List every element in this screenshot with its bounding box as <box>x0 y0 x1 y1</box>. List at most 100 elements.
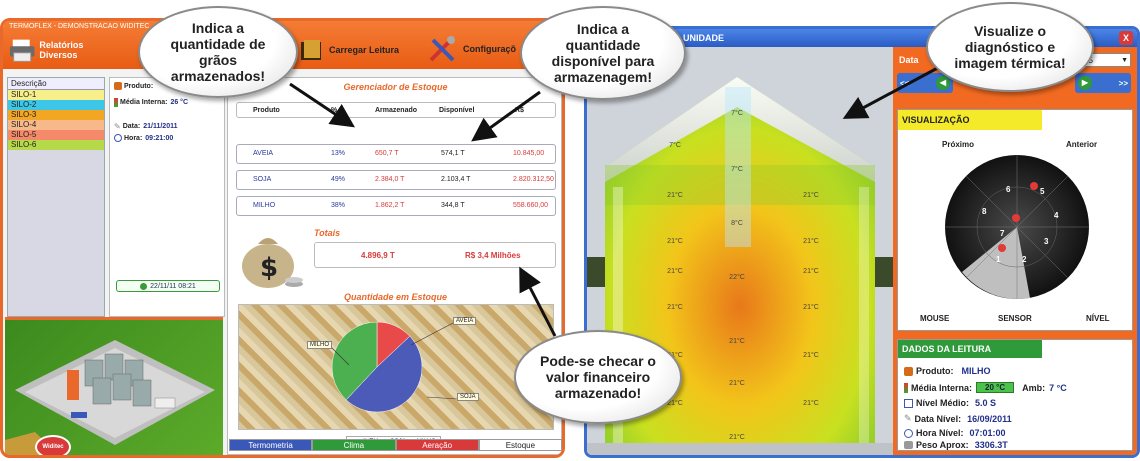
manager-title: Gerenciador de Estoque <box>343 82 448 92</box>
right-window-title: UNIDADE <box>683 33 725 43</box>
pie-label-milho-text: MILHO <box>310 342 330 348</box>
sensor-number[interactable]: 5 <box>1040 187 1045 196</box>
anterior-label[interactable]: Anterior <box>1066 140 1098 149</box>
sensor-number[interactable]: 2 <box>1022 255 1027 264</box>
pie-label-soja: SOJA <box>457 393 479 401</box>
pie-label-milho: MILHO <box>307 341 333 349</box>
sensor-number[interactable]: 3 <box>1044 237 1049 246</box>
cell-disponivel: 2.103,4 T <box>441 176 471 183</box>
close-button[interactable]: X <box>1119 31 1133 45</box>
silo-list-item[interactable]: SILO-1 <box>8 90 104 100</box>
reading-time-label: Hora Nível: <box>916 428 964 438</box>
date-label: Data: <box>122 123 141 130</box>
reading-data-panel: DADOS DA LEITURA Produto: MILHO Média In… <box>897 339 1133 451</box>
clock-icon <box>114 134 122 142</box>
reading-avg-row: Média Interna: 20 °C Amb: 7 °C <box>904 382 1067 393</box>
tab-1[interactable]: Clima <box>312 439 396 451</box>
callout-disponivel: Indica a quantidade disponível para arma… <box>520 6 686 100</box>
sensor-label[interactable]: SENSOR <box>998 314 1032 323</box>
cell-armazenado: 1.862,2 T <box>375 202 405 209</box>
reading-time-row: Hora Nível: 07:01:00 <box>904 428 1006 438</box>
total-money: R$ 3,4 Milhões <box>465 251 521 260</box>
pencil-icon: ✎ <box>114 122 121 131</box>
arrow-left-icon: ◀ <box>936 76 950 90</box>
cell-pct: 38% <box>331 202 346 209</box>
sensor-number[interactable]: 7 <box>1000 229 1005 238</box>
pie-label-soja-text: SOJA <box>460 394 476 400</box>
mouse-label[interactable]: MOUSE <box>920 314 950 323</box>
temp-reading: 7°C <box>731 165 743 173</box>
pie-chart <box>330 321 458 413</box>
silo-list-item[interactable]: SILO-2 <box>8 100 104 110</box>
prev-button[interactable]: << ◀ <box>897 73 953 93</box>
reading-weight-label: Peso Aprox: <box>916 440 969 450</box>
silo-info-panel: Produto: Média Interna: 26 °C ✎ Data: 21… <box>109 77 225 317</box>
reading-date-value: 16/09/2011 <box>967 413 1012 424</box>
time-row: Hora: 09:21:00 <box>114 134 173 142</box>
silo-list-item[interactable]: SILO-6 <box>8 140 104 150</box>
pie-slices <box>331 321 423 413</box>
silo-plant-map[interactable]: Widitec <box>5 317 223 455</box>
cell-disponivel: 344,8 T <box>441 202 465 209</box>
tab-3[interactable]: Estoque <box>478 439 562 451</box>
tab-2[interactable]: Aeração <box>395 439 479 451</box>
logo-text: Widitec <box>42 444 64 450</box>
silo-list-item[interactable]: SILO-4 <box>8 120 104 130</box>
product-label: Produto: <box>124 82 154 90</box>
avg-temp-label: Média Interna: <box>120 99 168 106</box>
next-label: >> <box>1118 78 1128 88</box>
level-icon <box>904 398 913 408</box>
sensor-number[interactable]: 1 <box>996 255 1001 264</box>
temp-reading: 21°C <box>667 267 683 275</box>
reading-avg-value: 20 °C <box>976 382 1015 393</box>
thermometer-icon <box>904 382 908 393</box>
load-reading-button[interactable]: Carregar Leitura <box>299 35 409 65</box>
temp-reading: 21°C <box>667 303 683 311</box>
temp-reading: 21°C <box>803 303 819 311</box>
cell-pct: 13% <box>331 150 346 157</box>
config-button[interactable]: Configuraçõ <box>427 33 562 65</box>
proximo-label[interactable]: Próximo <box>942 140 975 149</box>
money-bag-icon: $ <box>242 238 303 288</box>
sensor-number[interactable]: 4 <box>1054 211 1059 220</box>
temp-reading: 7°C <box>731 109 743 117</box>
thermometer-icon <box>114 98 118 107</box>
printer-icon <box>9 39 35 62</box>
next-button[interactable]: ▶ >> <box>1075 73 1131 93</box>
time-label: Hora: <box>124 134 143 142</box>
callout-disponivel-text: Indica a quantidade disponível para arma… <box>551 20 655 86</box>
config-label: Configuraçõ <box>463 44 516 54</box>
time-value: 09:21:00 <box>145 134 174 142</box>
timestamp-badge[interactable]: 22/11/11 08:21 <box>116 280 220 292</box>
cell-rs: 2.820.312,50 <box>513 176 554 183</box>
reading-level-row: Nível Médio: 5.0 S <box>904 398 996 408</box>
tab-0[interactable]: Termometria <box>229 439 313 451</box>
sensor-wheel[interactable]: 6 5 4 8 7 3 2 1 <box>942 152 1092 302</box>
nivel-label[interactable]: NÍVEL <box>1086 314 1110 323</box>
reading-product-label: Produto: <box>916 366 954 376</box>
avg-temp-value: 26 °C <box>170 99 189 106</box>
reading-weight-row: Peso Aprox: 3306.3T <box>904 440 1008 450</box>
silo-list-item[interactable]: SILO-3 <box>8 110 104 120</box>
temp-reading: 21°C <box>729 433 745 441</box>
temp-reading: 21°C <box>667 351 683 359</box>
sensor-number[interactable]: 6 <box>1006 185 1011 194</box>
reports-button[interactable]: Relatórios Diversos <box>9 35 119 65</box>
temp-reading: 21°C <box>803 191 819 199</box>
reading-avg-label: Média Interna: <box>911 382 973 393</box>
silo-list-item[interactable]: SILO-5 <box>8 130 104 140</box>
pie-slice-soja <box>345 335 423 413</box>
sensor-number[interactable]: 8 <box>982 207 987 216</box>
svg-text:$: $ <box>260 253 278 283</box>
diagnostic-sidebar: Data 15 ▼ << ◀ ▶ >> VISUALIZAÇÃO Próximo… <box>893 47 1137 455</box>
reading-product-value: MILHO <box>961 366 991 376</box>
widitec-logo: Widitec <box>35 435 71 455</box>
cell-produto: AVEIA <box>253 150 274 157</box>
date-value: 21/11/2011 <box>143 123 178 130</box>
col-produto: Produto <box>253 106 280 114</box>
